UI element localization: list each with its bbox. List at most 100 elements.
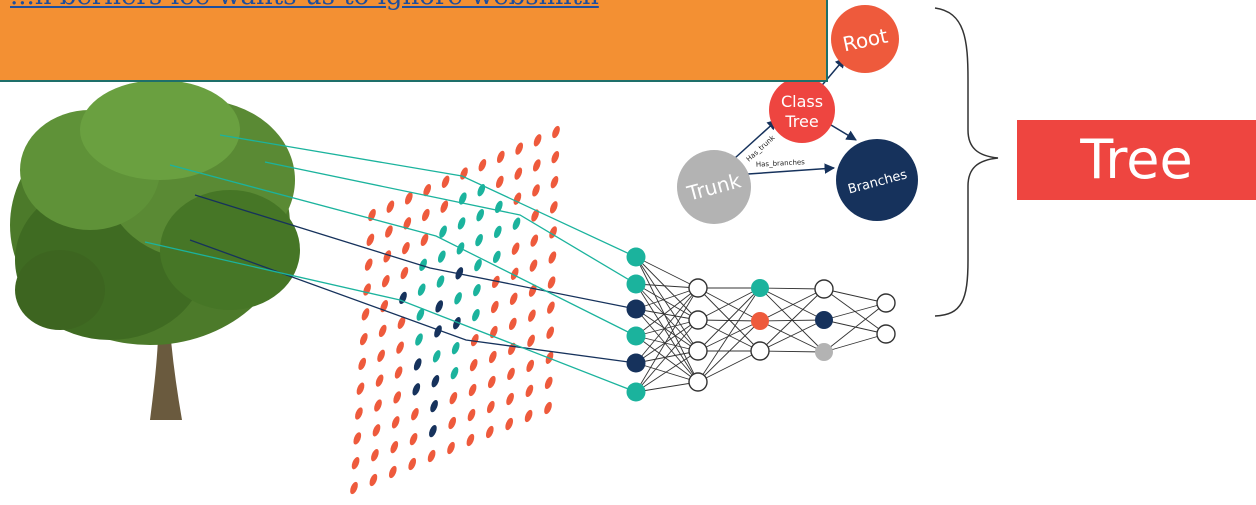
network-edge bbox=[635, 283, 699, 352]
network-edge bbox=[823, 302, 887, 353]
pixel-dot bbox=[453, 317, 461, 330]
pixel-dot bbox=[513, 192, 522, 205]
pixel-dot bbox=[547, 276, 556, 289]
network-edge bbox=[635, 381, 699, 393]
network-edge bbox=[759, 320, 825, 353]
pixel-dot bbox=[476, 209, 485, 222]
pixel-dot bbox=[550, 176, 559, 189]
network-edge bbox=[697, 320, 761, 352]
network-edge bbox=[635, 308, 699, 352]
pixel-dot bbox=[468, 383, 477, 397]
network-edge bbox=[823, 302, 887, 321]
pixel-dot bbox=[533, 134, 542, 147]
pixel-dot bbox=[356, 382, 365, 395]
network-edge bbox=[635, 350, 699, 393]
pixel-dot bbox=[378, 324, 387, 338]
pixel-dot bbox=[388, 465, 397, 479]
pixel-dot bbox=[437, 250, 446, 263]
pixel-dot bbox=[529, 259, 538, 272]
pixel-dot bbox=[435, 300, 444, 313]
network-edge bbox=[823, 333, 887, 353]
pixel-dot bbox=[491, 275, 500, 289]
pixel-dot bbox=[496, 150, 505, 164]
pixel-dot bbox=[377, 349, 385, 362]
pixel-dot bbox=[416, 308, 425, 321]
pixel-dot bbox=[432, 350, 441, 363]
node-root bbox=[831, 5, 899, 73]
pixel-dot bbox=[448, 416, 457, 430]
pixel-dot bbox=[511, 242, 520, 255]
network-node bbox=[626, 326, 646, 346]
network-node bbox=[815, 343, 833, 361]
network-edge bbox=[697, 287, 761, 352]
pixel-dot bbox=[546, 326, 555, 339]
network-edge bbox=[759, 287, 825, 290]
pixel-dot bbox=[386, 200, 395, 213]
pixel-dot bbox=[383, 250, 392, 263]
pixel-dot bbox=[469, 358, 478, 372]
network-edge bbox=[635, 362, 699, 383]
pixel-dot bbox=[440, 200, 449, 213]
network-edge bbox=[635, 256, 699, 352]
pixel-dot bbox=[470, 333, 479, 347]
network-edge bbox=[697, 319, 761, 322]
network-edge bbox=[635, 283, 699, 289]
pixel-dot bbox=[369, 473, 378, 487]
pixel-dot bbox=[449, 391, 458, 405]
network-edge bbox=[635, 308, 699, 321]
pixel-dot bbox=[420, 233, 429, 247]
network-edge bbox=[635, 335, 699, 383]
network-node bbox=[751, 312, 769, 330]
pixel-dot bbox=[423, 183, 432, 197]
pixel-dot bbox=[489, 325, 498, 339]
pixel-dot bbox=[427, 449, 436, 463]
pixel-dot bbox=[525, 384, 534, 398]
network-edge bbox=[635, 287, 699, 393]
network-edge bbox=[635, 319, 699, 393]
pixel-dot bbox=[515, 142, 524, 155]
network-edge bbox=[635, 283, 699, 321]
pixel-dot bbox=[396, 341, 404, 354]
pixel-dot bbox=[413, 358, 422, 371]
pixel-dot bbox=[487, 375, 496, 389]
pixel-dot bbox=[466, 433, 475, 447]
pixel-dot bbox=[488, 350, 497, 364]
network-node bbox=[626, 274, 646, 294]
pixel-dot bbox=[544, 401, 552, 415]
pixel-dot bbox=[451, 342, 460, 355]
pixel-dot bbox=[551, 150, 560, 164]
pixel-dot bbox=[366, 233, 375, 246]
network-nodes bbox=[626, 247, 896, 402]
network-node bbox=[626, 353, 646, 373]
pixel-dot bbox=[478, 159, 487, 172]
node-trunk bbox=[677, 150, 751, 224]
pixel-dot bbox=[409, 432, 418, 446]
pixel-dot bbox=[429, 424, 437, 438]
network-edge bbox=[635, 335, 699, 352]
network-edge bbox=[759, 350, 825, 353]
banner-link[interactable]: ...n berners-lee wants us to ignore webs… bbox=[10, 0, 599, 11]
pixel-dot bbox=[514, 167, 523, 180]
pixel-dot bbox=[390, 440, 399, 454]
projection-line bbox=[194, 194, 637, 310]
pixel-dot bbox=[528, 309, 536, 322]
network-node bbox=[626, 247, 646, 267]
projection-line bbox=[169, 164, 637, 337]
network-edge bbox=[635, 287, 699, 337]
pixel-dot bbox=[474, 258, 482, 272]
network-edge bbox=[635, 287, 699, 310]
overlay-banner[interactable]: ...n berners-lee wants us to ignore webs… bbox=[0, 0, 828, 82]
network-edge bbox=[635, 350, 699, 364]
network-edge bbox=[635, 319, 699, 364]
pixel-dot bbox=[371, 449, 379, 462]
pixel-dot bbox=[475, 233, 483, 247]
pixel-dot bbox=[467, 408, 476, 422]
pixel-dot bbox=[404, 192, 413, 205]
pixel-dot bbox=[375, 374, 384, 387]
pixel-dot bbox=[512, 217, 521, 230]
pixel-dot bbox=[495, 175, 504, 189]
tree-photo bbox=[10, 80, 300, 420]
network-edges bbox=[635, 256, 887, 393]
network-edge bbox=[823, 288, 887, 304]
pixel-dot bbox=[393, 391, 402, 404]
